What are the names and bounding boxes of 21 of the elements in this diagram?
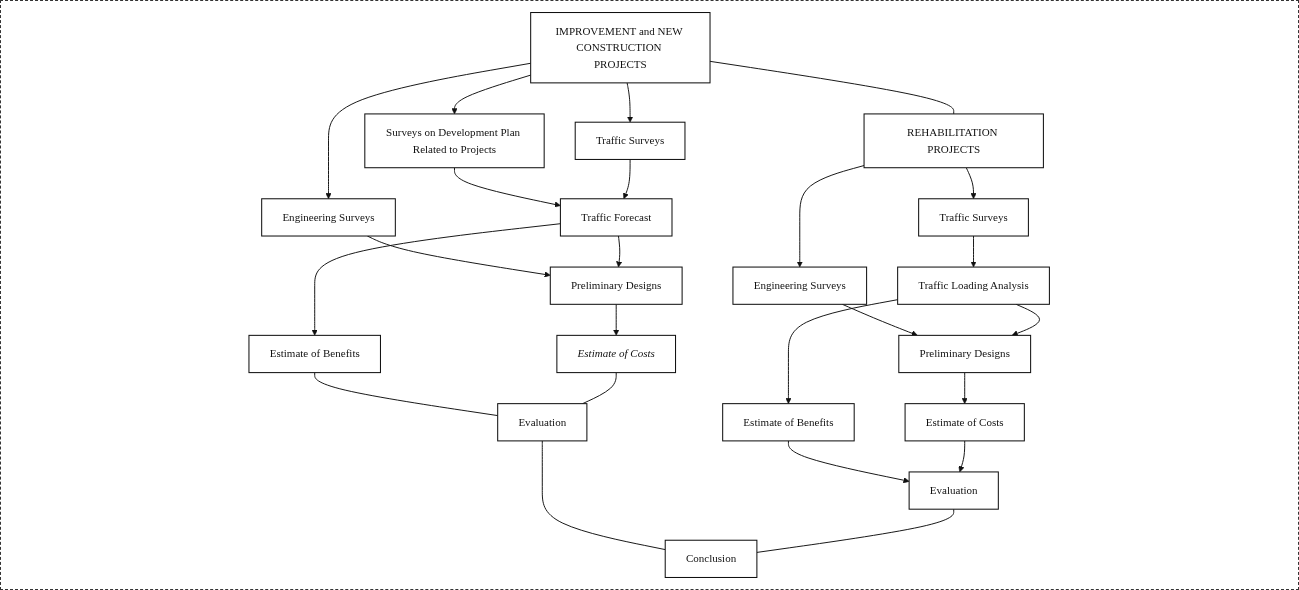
node-box: Engineering Surveys <box>732 266 868 305</box>
node-box: Estimate of Benefits <box>248 334 382 374</box>
node-box: Traffic Surveys <box>575 121 686 160</box>
node-box: Preliminary Designs <box>550 266 683 305</box>
node-box: Traffic Loading Analysis <box>897 266 1051 305</box>
connector <box>314 372 499 417</box>
node-box: Evaluation <box>908 471 1000 510</box>
node-box: Traffic Surveys <box>918 198 1030 237</box>
node-box: Conclusion <box>665 539 758 578</box>
node-box: Engineering Surveys <box>261 198 397 237</box>
node-box: Estimate of Costs <box>904 403 1026 442</box>
node-box: Traffic Forecast <box>560 198 673 237</box>
node-box: Estimate of Costs <box>556 334 677 374</box>
node-box: IMPROVEMENT and NEW CONSTRUCTION PROJECTS <box>530 12 711 84</box>
node-box: Evaluation <box>497 403 588 442</box>
node-box: REHABILITATION PROJECTS <box>863 113 1045 169</box>
node-box: Surveys on Development Plan Related to Projects <box>364 113 545 169</box>
node-box: Preliminary Designs <box>898 334 1032 374</box>
node-box: Estimate of Benefits <box>722 403 855 442</box>
connector <box>582 372 617 405</box>
connector <box>542 440 666 551</box>
